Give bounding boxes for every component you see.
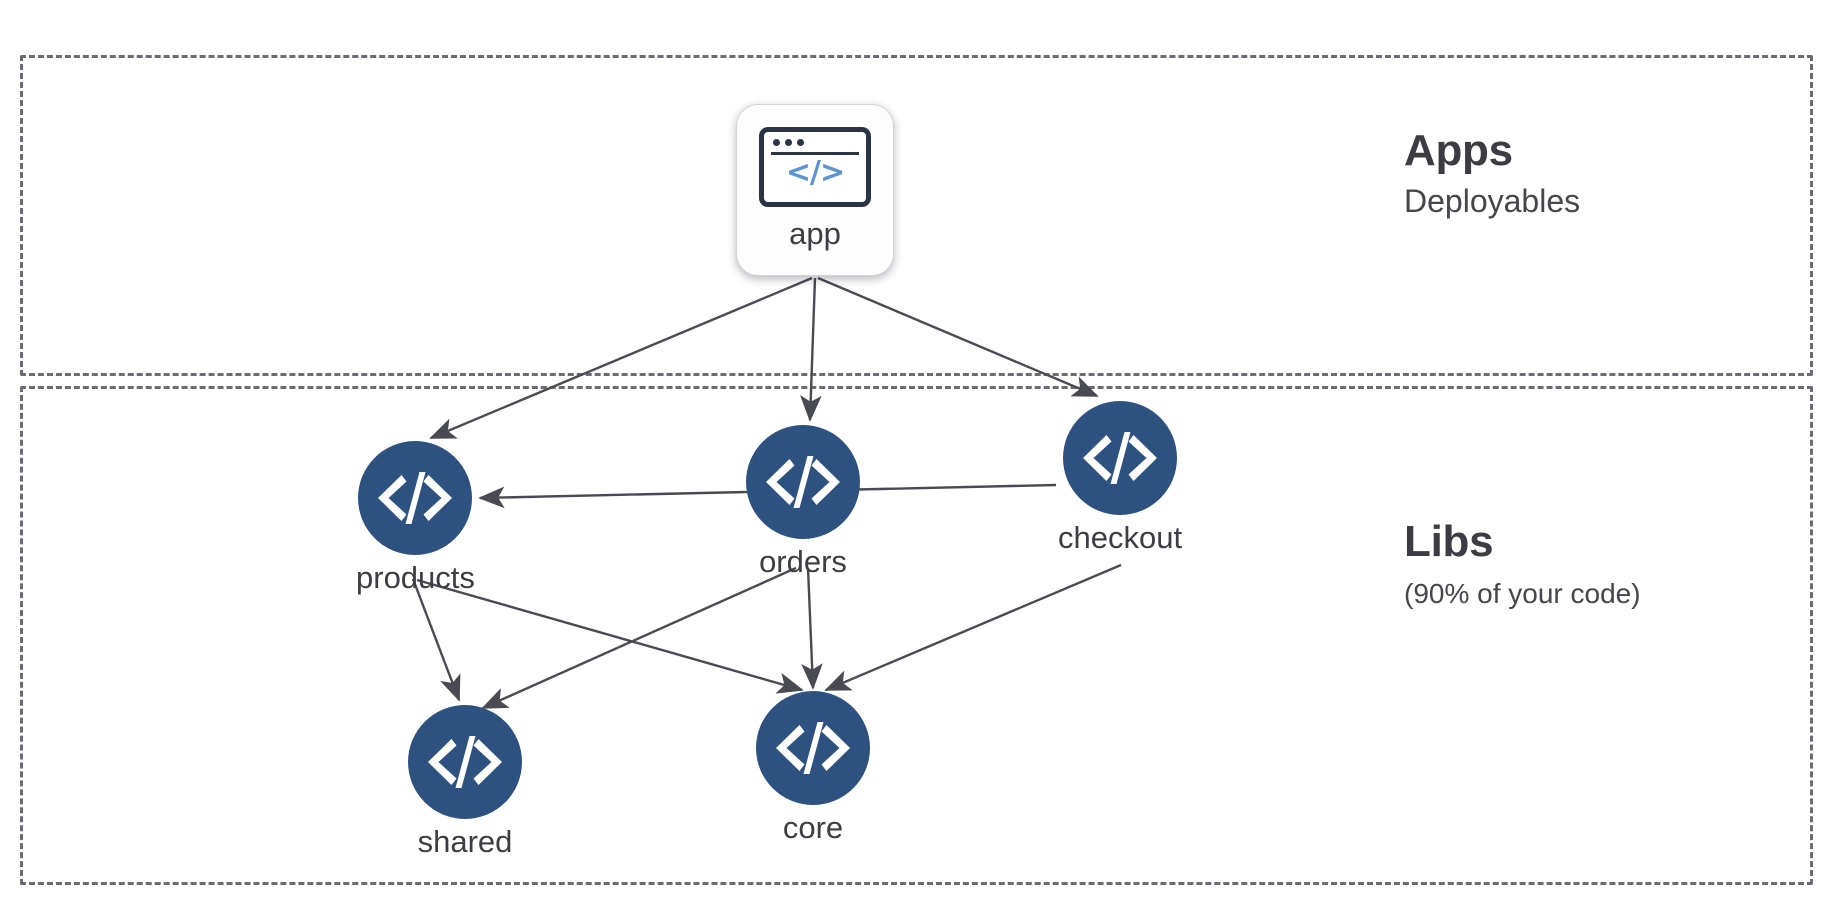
node-app-label: app <box>789 216 841 251</box>
zone-apps-title: Apps <box>1404 126 1513 175</box>
node-checkout[interactable]: checkout <box>1058 401 1182 555</box>
node-app[interactable]: </> app <box>736 104 894 276</box>
node-products[interactable]: products <box>356 441 475 595</box>
browser-dots-icon <box>773 139 804 146</box>
node-core[interactable]: core <box>756 691 870 845</box>
zone-libs-boundary <box>20 386 1813 885</box>
node-shared[interactable]: shared <box>408 705 522 859</box>
node-core-label: core <box>782 810 844 845</box>
code-brackets-icon <box>1063 401 1178 515</box>
zone-libs-legend: Libs (90% of your code) <box>1404 518 1641 611</box>
browser-code-icon: </> <box>759 127 871 207</box>
browser-titlebar-rule <box>771 152 859 155</box>
node-products-label: products <box>356 560 475 595</box>
node-shared-label: shared <box>417 824 513 859</box>
code-brackets-icon <box>756 691 870 805</box>
zone-libs-title: Libs <box>1404 517 1494 566</box>
code-brackets-icon <box>408 705 522 819</box>
zone-libs-subtitle: (90% of your code) <box>1404 577 1641 609</box>
code-brackets-icon <box>358 441 473 555</box>
node-checkout-label: checkout <box>1058 520 1183 555</box>
zone-apps-subtitle: Deployables <box>1404 182 1581 219</box>
zone-apps-legend: Apps Deployables <box>1404 127 1580 221</box>
node-orders[interactable]: orders <box>746 425 860 579</box>
node-orders-label: orders <box>759 544 847 579</box>
code-brackets-glyph: </> <box>785 155 845 190</box>
code-brackets-icon <box>746 425 860 539</box>
